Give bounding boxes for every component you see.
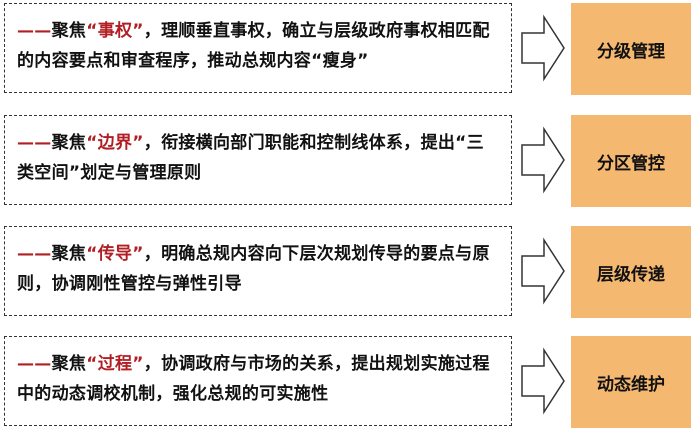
focus-word: 聚焦 [51,244,87,264]
tag-box: 分区管控 [571,115,691,207]
focus-word: 聚焦 [51,21,87,41]
description-text: ，协调政府与市场的关系，提出规划实施过程中的动态调校机制，强化总规的可实施性 [17,354,490,404]
focus-word: 聚焦 [51,354,87,374]
right-arrow-outline-icon [521,237,565,305]
tag-box: 分级管理 [571,3,691,95]
tag-label: 分级管理 [597,41,665,62]
dash: —— [17,133,52,153]
quoted-term: “传导” [86,244,144,264]
right-arrow-outline-icon [521,14,565,82]
focus-word: 聚焦 [51,133,87,153]
description-text: ，明确总规内容向下层次规划传导的要点与原则，协调刚性管控与弹性引导 [17,244,490,294]
tag-label: 层级传递 [597,264,665,285]
description-text: ，衔接横向部门职能和控制线体系，提出“三类空间”划定与管理原则 [17,133,484,183]
description-box: ——聚焦“事权”，理顺垂直事权，确立与层级政府事权相匹配的内容要点和审查程序，推… [4,3,512,93]
description-box: ——聚焦“边界”，衔接横向部门职能和控制线体系，提出“三类空间”划定与管理原则 [4,115,512,205]
description-text: ，理顺垂直事权，确立与层级政府事权相匹配的内容要点和审查程序，推动总规内容“瘦身… [17,21,490,71]
right-arrow-outline-icon [521,347,565,415]
right-arrow-outline-icon [521,126,565,194]
dash: —— [17,354,52,374]
description-box: ——聚焦“过程”，协调政府与市场的关系，提出规划实施过程中的动态调校机制，强化总… [4,336,512,426]
row-3: ——聚焦“传导”，明确总规内容向下层次规划传导的要点与原则，协调刚性管控与弹性引… [0,226,694,322]
tag-label: 分区管控 [597,153,665,174]
dash: —— [17,21,52,41]
row-4: ——聚焦“过程”，协调政府与市场的关系，提出规划实施过程中的动态调校机制，强化总… [0,336,694,432]
tag-box: 层级传递 [571,226,691,318]
quoted-term: “边界” [86,133,144,153]
tag-label: 动态维护 [597,374,665,395]
row-1: ——聚焦“事权”，理顺垂直事权，确立与层级政府事权相匹配的内容要点和审查程序，推… [0,3,694,99]
tag-box: 动态维护 [571,336,691,428]
row-2: ——聚焦“边界”，衔接横向部门职能和控制线体系，提出“三类空间”划定与管理原则 … [0,115,694,211]
description-box: ——聚焦“传导”，明确总规内容向下层次规划传导的要点与原则，协调刚性管控与弹性引… [4,226,512,316]
quoted-term: “过程” [86,354,144,374]
quoted-term: “事权” [86,21,144,41]
dash: —— [17,244,52,264]
